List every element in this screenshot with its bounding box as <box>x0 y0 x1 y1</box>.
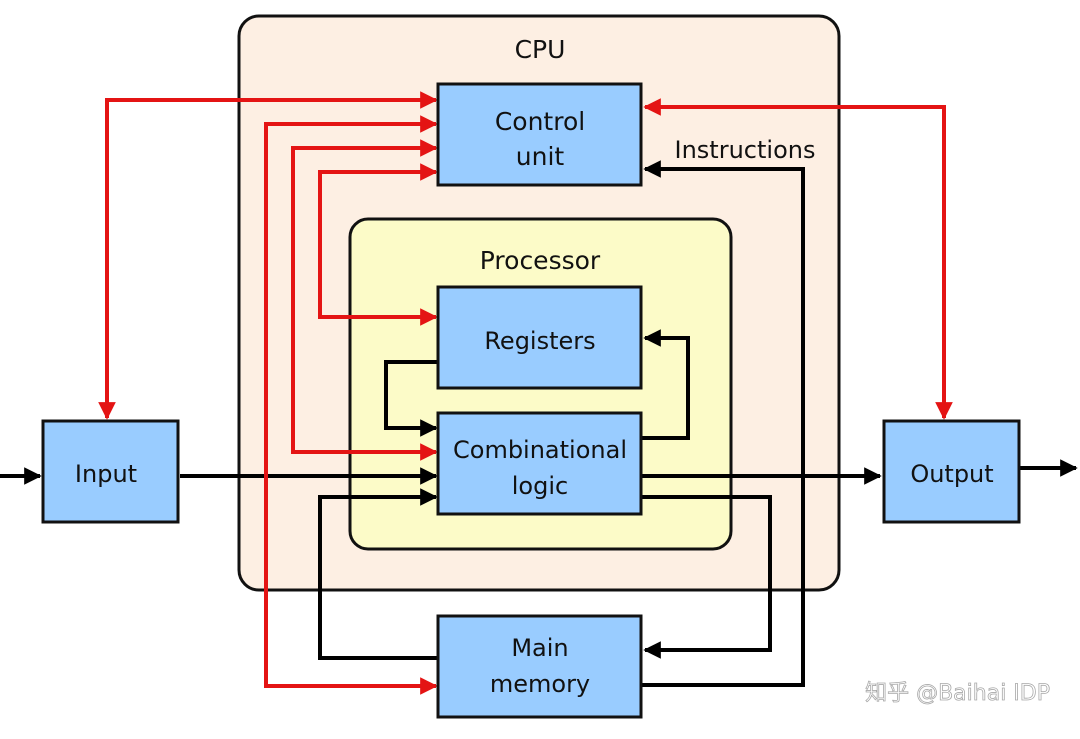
control-arrow-output <box>643 98 953 420</box>
control-arrow-registers <box>318 163 438 326</box>
control-arrow-logic <box>291 139 438 461</box>
control-arrow-input <box>98 91 438 420</box>
main-memory-block: Main memory <box>436 614 643 719</box>
cpu-label: CPU <box>515 35 566 64</box>
control-signal-arrows <box>98 91 953 695</box>
arrow-memory-to-logic <box>318 488 438 660</box>
combinational-logic-label-line1: Combinational <box>453 436 627 464</box>
input-label: Input <box>75 460 137 488</box>
main-memory-label-line1: Main <box>511 634 568 662</box>
control-unit-label-line1: Control <box>495 107 585 136</box>
combinational-logic-label-line2: logic <box>512 472 568 500</box>
registers-block: Registers <box>436 285 643 390</box>
processor-label: Processor <box>480 246 601 275</box>
control-arrow-memory <box>264 115 438 695</box>
combinational-logic-block: Combinational logic <box>436 411 643 516</box>
control-unit-block: Control unit <box>436 82 643 187</box>
registers-label: Registers <box>484 327 595 355</box>
main-memory-label-line2: memory <box>490 670 590 698</box>
output-block: Output <box>882 419 1021 524</box>
instructions-edge-label: Instructions <box>675 136 816 164</box>
output-label: Output <box>910 460 993 488</box>
arrow-logic-to-memory <box>642 495 772 659</box>
control-unit-label-line2: unit <box>516 142 565 171</box>
input-block: Input <box>41 419 180 524</box>
watermark-text: 知乎 @Baihai IDP <box>865 681 1050 706</box>
